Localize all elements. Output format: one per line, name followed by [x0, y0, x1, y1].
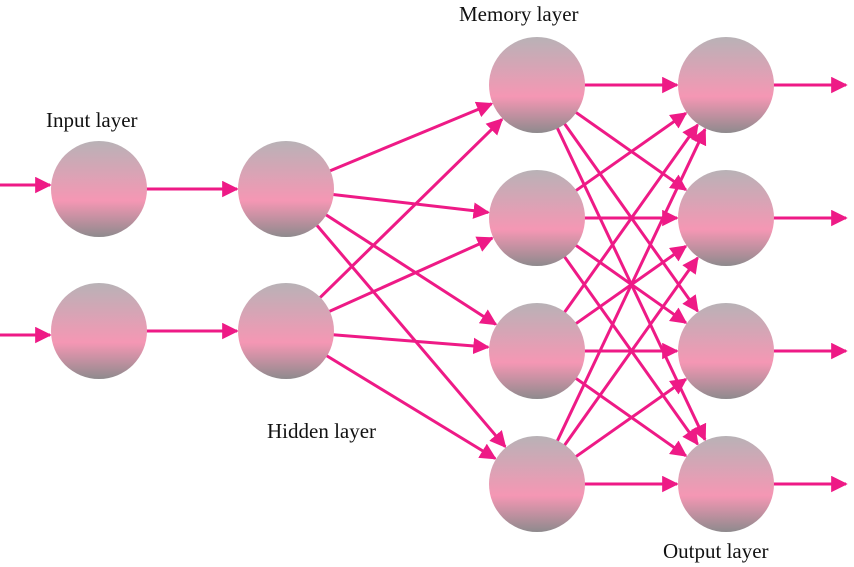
memory-output-arrow-1-3	[561, 120, 699, 313]
hidden-memory-arrow-1-1	[326, 101, 494, 174]
hidden-node-2	[238, 283, 334, 379]
hidden-layer-label: Hidden layer	[267, 419, 377, 443]
connection-arrows	[0, 76, 848, 493]
output-layer-label: Output layer	[663, 539, 769, 563]
input-node-1	[51, 141, 147, 237]
memory-output-arrow-3-1	[561, 123, 699, 316]
hidden-memory-arrow-2-2	[325, 236, 494, 315]
hidden-memory-arrow-1-3	[322, 211, 498, 326]
memory-node-3	[489, 303, 585, 399]
input-layer-label: Input layer	[46, 108, 138, 132]
hidden-memory-arrow-2-1	[316, 118, 504, 302]
memory-output-arrow-3-4	[572, 375, 688, 458]
memory-node-4	[489, 436, 585, 532]
output-node-4	[678, 436, 774, 532]
memory-output-arrow-4-3	[572, 377, 688, 460]
hidden-node-1	[238, 141, 334, 237]
memory-output-arrow-2-1	[572, 111, 688, 194]
hidden-memory-arrow-2-3	[329, 333, 490, 355]
memory-output-arrow-2-3	[572, 242, 688, 325]
neuron-nodes	[51, 37, 774, 532]
memory-node-2	[489, 170, 585, 266]
output-node-1	[678, 37, 774, 133]
hidden-memory-arrow-1-2	[329, 192, 490, 219]
input-node-2	[51, 283, 147, 379]
memory-output-arrow-4-2	[561, 256, 699, 449]
output-node-3	[678, 303, 774, 399]
output-node-2	[678, 170, 774, 266]
memory-node-1	[489, 37, 585, 133]
hidden-memory-arrow-2-4	[322, 352, 497, 460]
hidden-memory-arrow-1-4	[313, 221, 507, 448]
memory-layer-label: Memory layer	[459, 2, 579, 26]
memory-output-arrow-1-2	[572, 109, 688, 192]
memory-output-arrow-4-1	[554, 127, 707, 445]
